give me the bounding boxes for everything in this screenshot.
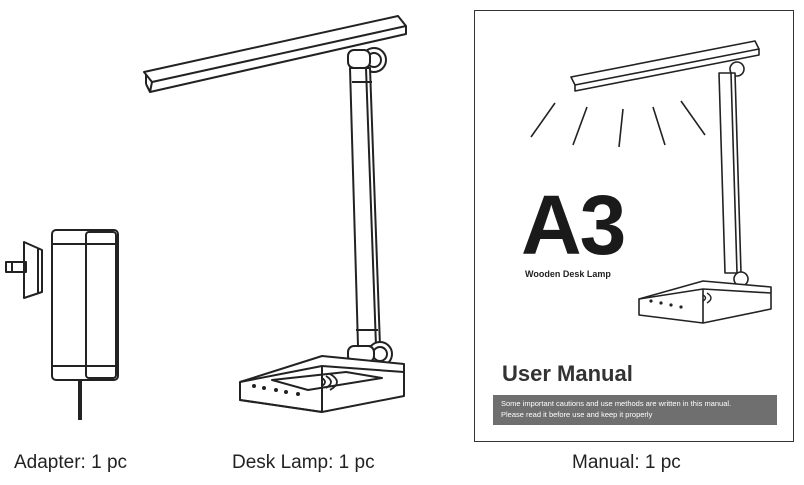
manual-note-line-2: Please read it before use and keep it pr… [501,410,653,419]
manual-lamp-illustration [530,40,772,324]
manual-caption: Manual: 1 pc [572,452,681,473]
wireless-charging-icon [321,373,338,391]
light-ray-icon [530,100,706,148]
desk-lamp-illustration [143,15,407,413]
desk-lamp-caption: Desk Lamp: 1 pc [232,452,375,473]
manual-title: User Manual [502,361,633,386]
manual-note-band: Some important cautions and use methods … [493,395,777,425]
user-manual-cover: A3 Wooden Desk Lamp User Manual Some imp… [474,10,794,442]
adapter-caption: Adapter: 1 pc [14,452,128,473]
adapter-illustration [5,229,119,420]
manual-product-name: Wooden Desk Lamp [525,269,611,279]
manual-note-line-1: Some important cautions and use methods … [501,399,732,408]
manual-model-name: A3 [521,178,626,272]
